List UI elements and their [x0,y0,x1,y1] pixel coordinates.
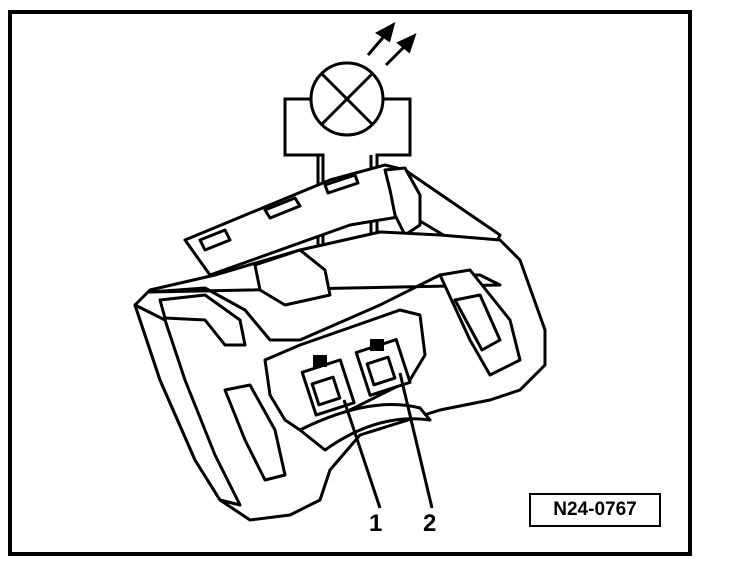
callout-number-2: 2 [423,510,437,537]
probe-tips [313,339,384,367]
connector-housing [133,163,547,522]
test-lamp-icon [309,61,385,137]
figure-reference-code: N24-0767 [529,493,661,527]
light-rays-icon [366,22,417,67]
callout-number-1: 1 [369,510,383,537]
callout-leader-1 [342,399,382,509]
callout-leader-2 [398,372,434,509]
callout-leaders [342,372,434,509]
